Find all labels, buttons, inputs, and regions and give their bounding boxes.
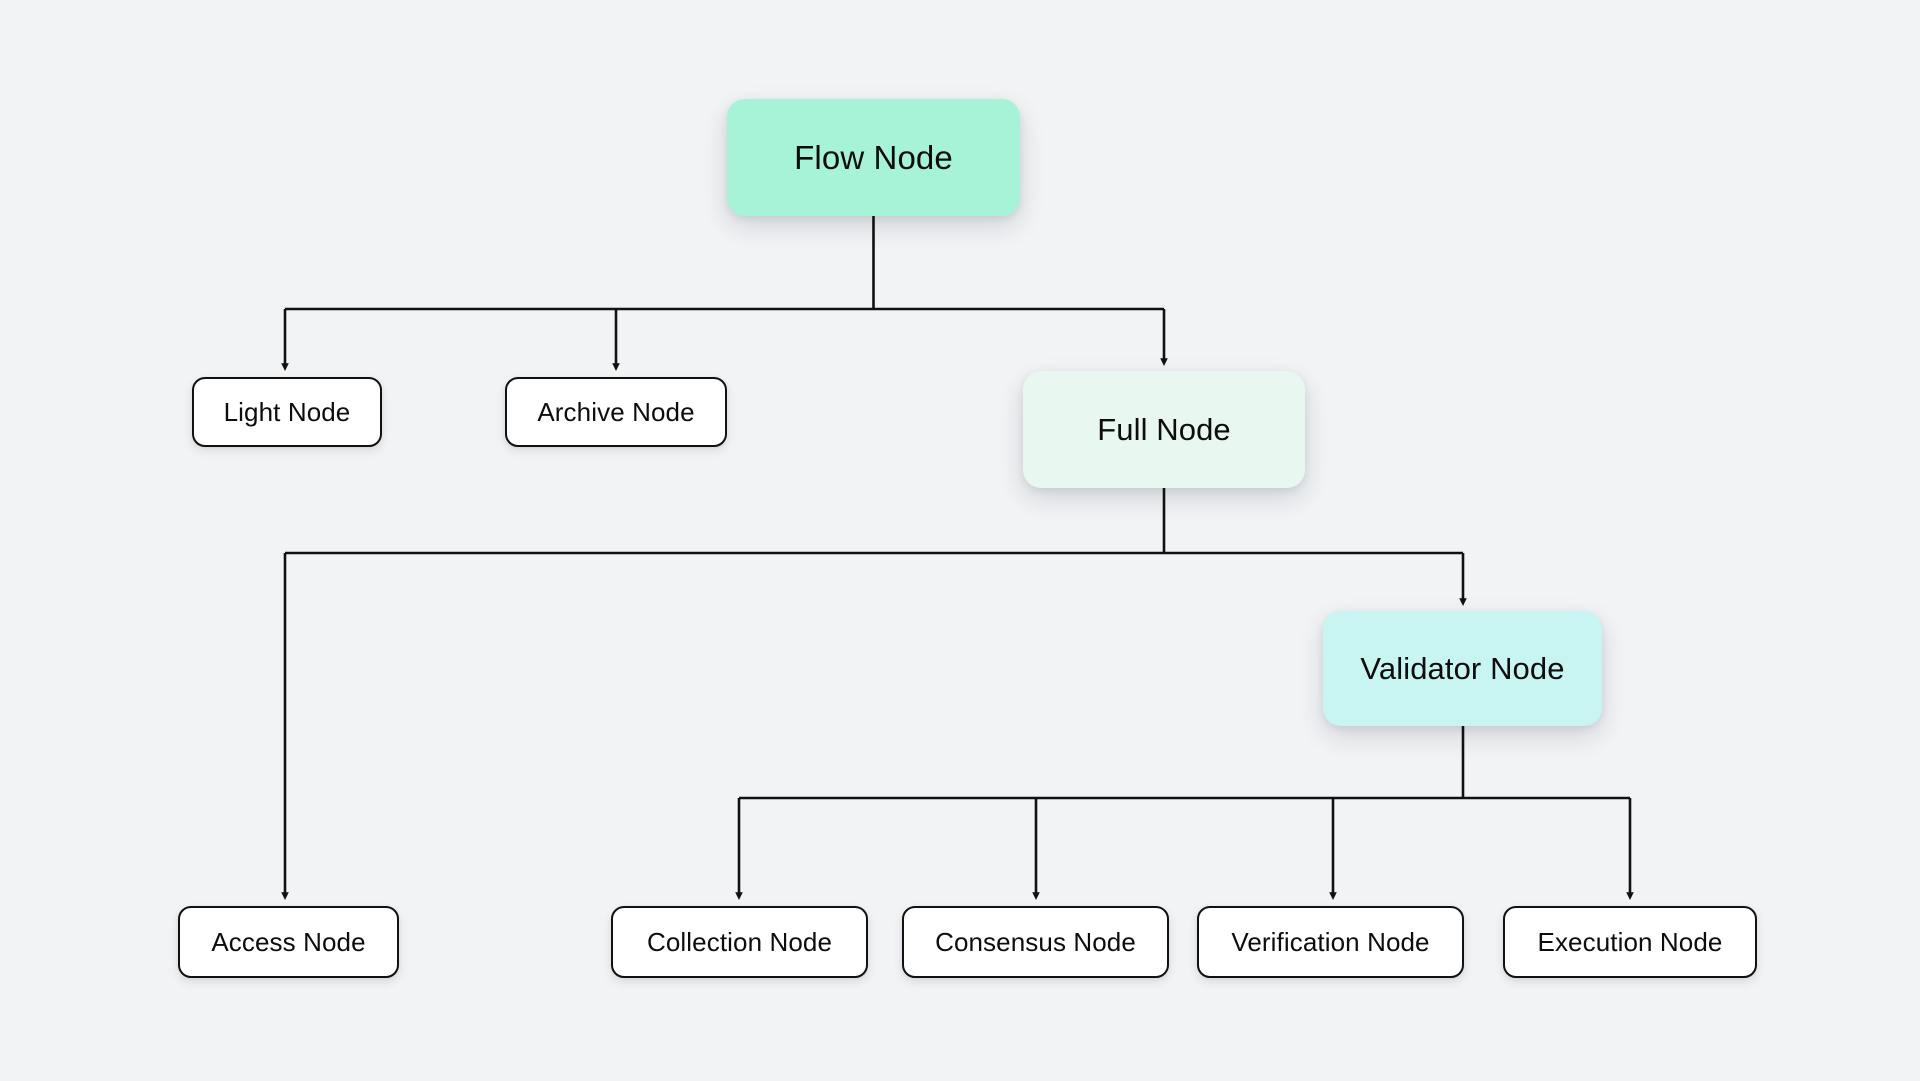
node-collection-node-label: Collection Node (646, 926, 833, 957)
node-flow-node-label: Flow Node (794, 138, 953, 176)
node-consensus-node-label: Consensus Node (935, 926, 1136, 957)
node-full-node[interactable]: Full Node (1023, 371, 1305, 488)
node-consensus-node[interactable]: Consensus Node (902, 906, 1169, 978)
node-full-node-label: Full Node (1097, 411, 1231, 447)
node-validator-node-label: Validator Node (1360, 650, 1565, 686)
node-collection-node[interactable]: Collection Node (611, 906, 868, 978)
node-light-node-label: Light Node (223, 396, 351, 427)
node-archive-node[interactable]: Archive Node (505, 377, 727, 447)
node-archive-node-label: Archive Node (537, 396, 695, 427)
node-execution-node-label: Execution Node (1537, 926, 1723, 957)
node-execution-node[interactable]: Execution Node (1503, 906, 1757, 978)
node-verification-node-label: Verification Node (1231, 926, 1430, 957)
node-verification-node[interactable]: Verification Node (1197, 906, 1464, 978)
node-access-node[interactable]: Access Node (178, 906, 399, 978)
node-flow-node[interactable]: Flow Node (727, 99, 1020, 216)
node-validator-node[interactable]: Validator Node (1323, 611, 1602, 726)
node-access-node-label: Access Node (211, 926, 366, 957)
node-light-node[interactable]: Light Node (192, 377, 382, 447)
